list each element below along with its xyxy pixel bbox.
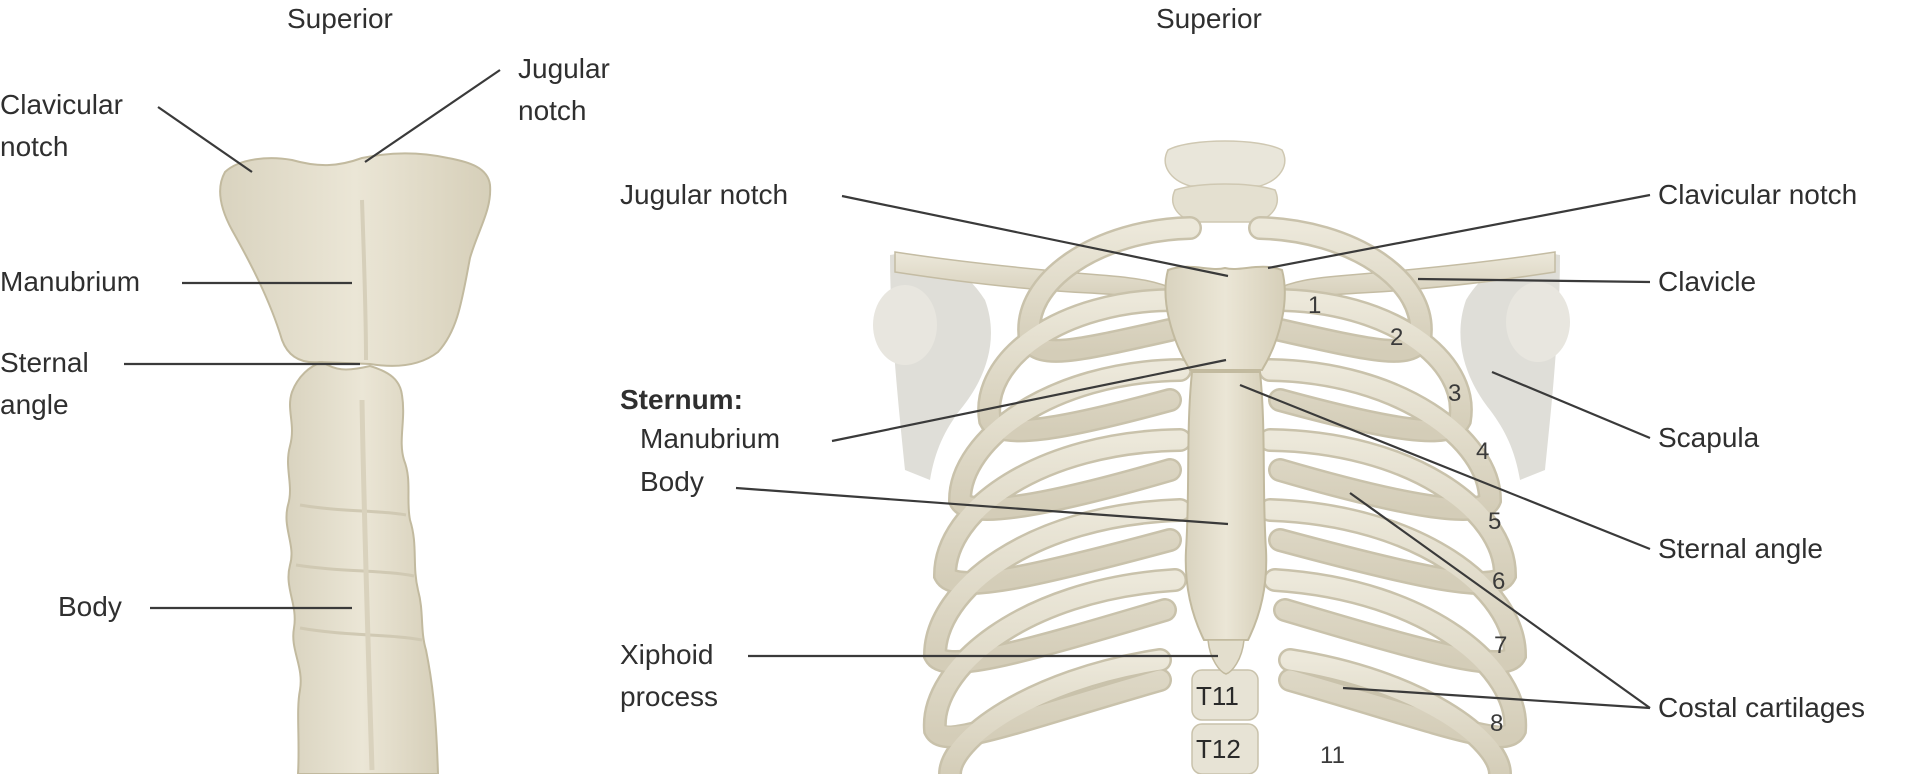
rib-number-7: 7 xyxy=(1494,632,1507,660)
right-jugular-notch-label: Jugular notch xyxy=(620,178,788,212)
left-sternal-angle-label-1: Sternal xyxy=(0,346,89,380)
left-orientation-label: Superior xyxy=(287,2,393,36)
rib-number-8: 8 xyxy=(1490,710,1503,738)
right-xiphoid-label-1: Xiphoid xyxy=(620,638,713,672)
rib-number-11: 11 xyxy=(1320,742,1345,770)
thoracic-cage xyxy=(873,141,1570,774)
sternum-heading-label: Sternum: xyxy=(620,383,743,417)
rib-number-5: 5 xyxy=(1488,508,1501,536)
right-body-label: Body xyxy=(640,465,704,499)
rib-number-3: 3 xyxy=(1448,380,1461,408)
right-xiphoid-label-2: process xyxy=(620,680,718,714)
right-clavicular-notch-label: Clavicular notch xyxy=(1658,178,1857,212)
rib-number-6: 6 xyxy=(1492,568,1505,596)
left-manubrium-shape xyxy=(220,154,490,366)
left-sternal-angle-label-2: angle xyxy=(0,388,69,422)
cage-manubrium-shape xyxy=(1165,267,1284,370)
rib-number-2: 2 xyxy=(1390,324,1403,352)
left-jugular-notch-label-1: Jugular xyxy=(518,52,610,86)
right-orientation-label: Superior xyxy=(1156,2,1262,36)
rib-number-4: 4 xyxy=(1476,438,1489,466)
left-manubrium-label: Manubrium xyxy=(0,265,140,299)
left-jugular-notch-label-2: notch xyxy=(518,94,587,128)
costal-cartilages-label: Costal cartilages xyxy=(1658,691,1865,725)
vertebra-t11-label: T11 xyxy=(1196,681,1239,712)
cage-sternum-body-shape xyxy=(1186,372,1267,640)
clavicle-label: Clavicle xyxy=(1658,265,1756,299)
left-body-label: Body xyxy=(58,590,122,624)
right-manubrium-label: Manubrium xyxy=(640,422,780,456)
left-clavicular-notch-label-2: notch xyxy=(0,130,69,164)
isolated-sternum xyxy=(220,154,490,774)
left-clavicular-notch-label-1: Clavicular xyxy=(0,88,123,122)
vertebra-t12-label: T12 xyxy=(1196,734,1241,765)
rib-number-1: 1 xyxy=(1308,292,1321,320)
scapula-label: Scapula xyxy=(1658,421,1759,455)
right-sternal-angle-label: Sternal angle xyxy=(1658,532,1823,566)
